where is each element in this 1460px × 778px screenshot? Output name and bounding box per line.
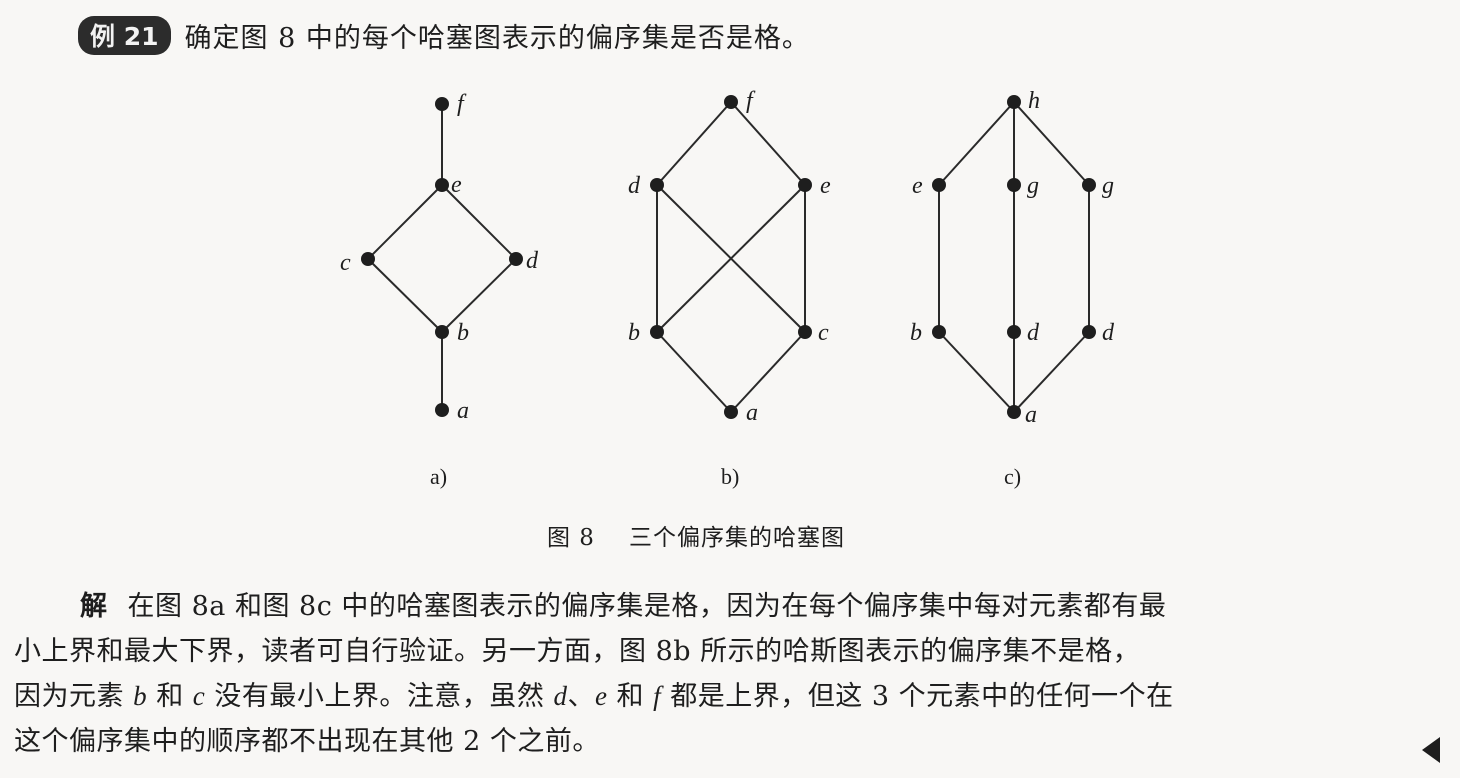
node-d bbox=[509, 252, 523, 266]
variable-c: c bbox=[192, 681, 206, 711]
edge bbox=[367, 258, 443, 333]
edge bbox=[367, 184, 443, 260]
node-d bbox=[1082, 325, 1096, 339]
node-c bbox=[361, 252, 375, 266]
edge bbox=[656, 101, 732, 186]
edge bbox=[730, 101, 806, 186]
figure-caption-number: 图 8 bbox=[547, 525, 595, 551]
node-g bbox=[1007, 178, 1021, 192]
figure-caption-text: 三个偏序集的哈塞图 bbox=[628, 525, 845, 551]
node-label: b bbox=[628, 320, 640, 346]
node-d bbox=[1007, 325, 1021, 339]
hasse-diagram-b: f d e b c a b) bbox=[628, 88, 831, 489]
node-label: d bbox=[1027, 320, 1040, 346]
variable-b: b bbox=[133, 681, 148, 711]
node-c bbox=[798, 325, 812, 339]
solution-heading: 解 bbox=[80, 591, 108, 622]
node-a bbox=[724, 405, 738, 419]
text-run: 、 bbox=[567, 681, 595, 712]
node-label: d bbox=[526, 248, 539, 274]
text-run: 都是上界，但这 3 个元素中的任何一个在 bbox=[670, 681, 1174, 712]
hasse-diagram-a: f e c d b a a) bbox=[340, 91, 539, 489]
example-heading: 例 21 确定图 8 中的每个哈塞图表示的偏序集是否是格。 bbox=[78, 16, 810, 55]
node-label: a bbox=[1025, 402, 1037, 428]
edge bbox=[656, 331, 732, 413]
node-b bbox=[932, 325, 946, 339]
variable-f: f bbox=[653, 681, 662, 711]
text-run: 和 bbox=[616, 681, 645, 712]
node-b bbox=[435, 325, 449, 339]
node-a bbox=[1007, 405, 1021, 419]
solution-line-1: 在图 8a 和图 8c 中的哈塞图表示的偏序集是格，因为在每个偏序集中每对元素都… bbox=[127, 591, 1167, 622]
edge bbox=[656, 184, 806, 333]
end-of-example-icon bbox=[1422, 737, 1440, 763]
solution-paragraph: 解在图 8a 和图 8c 中的哈塞图表示的偏序集是格，因为在每个偏序集中每对元素… bbox=[14, 585, 1454, 764]
node-label: a bbox=[457, 398, 469, 424]
node-label: d bbox=[628, 173, 641, 199]
node-f bbox=[724, 95, 738, 109]
edge bbox=[1013, 331, 1090, 413]
example-statement: 确定图 8 中的每个哈塞图表示的偏序集是否是格。 bbox=[184, 23, 810, 54]
edge bbox=[441, 184, 517, 260]
node-d bbox=[650, 178, 664, 192]
solution-line-2: 小上界和最大下界，读者可自行验证。另一方面，图 8b 所示的哈斯图表示的偏序集不… bbox=[14, 635, 1141, 667]
variable-d: d bbox=[553, 681, 568, 711]
node-label: b bbox=[457, 320, 469, 346]
node-a bbox=[435, 403, 449, 417]
node-label: g bbox=[1102, 173, 1114, 199]
solution-line-4: 这个偏序集中的顺序都不出现在其他 2 个之前。 bbox=[14, 725, 600, 757]
node-label: d bbox=[1102, 320, 1115, 346]
node-e bbox=[435, 178, 449, 192]
node-label: e bbox=[912, 173, 923, 199]
solution-line-3: 因为元素 b 和 c 没有最小上界。注意，虽然 d、e 和 f 都是上界，但这 … bbox=[14, 674, 1454, 720]
node-e bbox=[798, 178, 812, 192]
node-label: e bbox=[820, 173, 831, 199]
diagram-label-a: a) bbox=[430, 464, 447, 489]
text-run: 和 bbox=[156, 681, 184, 712]
node-b bbox=[650, 325, 664, 339]
text-run: 没有最小上界。注意，虽然 bbox=[214, 681, 545, 712]
diagram-label-c: c) bbox=[1004, 464, 1021, 489]
node-label: h bbox=[1028, 88, 1040, 114]
edge bbox=[730, 331, 806, 413]
node-h bbox=[1007, 95, 1021, 109]
example-badge: 例 21 bbox=[78, 16, 171, 55]
edge bbox=[938, 101, 1015, 186]
node-label: c bbox=[818, 320, 829, 346]
variable-e: e bbox=[594, 681, 608, 711]
hasse-diagram-c: h e g g b d d a c) bbox=[910, 88, 1115, 489]
node-g bbox=[1082, 178, 1096, 192]
edge bbox=[938, 331, 1015, 413]
figure-caption: 图 8 三个偏序集的哈塞图 bbox=[547, 518, 845, 552]
node-label: b bbox=[910, 320, 922, 346]
node-label: a bbox=[746, 400, 758, 426]
node-f bbox=[435, 97, 449, 111]
text-run: 因为元素 bbox=[14, 681, 124, 712]
node-label: f bbox=[457, 91, 467, 117]
node-label: c bbox=[340, 250, 351, 276]
node-label: g bbox=[1027, 173, 1039, 199]
node-label: f bbox=[746, 88, 756, 114]
edge bbox=[1013, 101, 1090, 186]
node-label: e bbox=[451, 172, 462, 198]
edge bbox=[441, 258, 517, 333]
diagram-label-b: b) bbox=[721, 464, 739, 489]
node-e bbox=[932, 178, 946, 192]
